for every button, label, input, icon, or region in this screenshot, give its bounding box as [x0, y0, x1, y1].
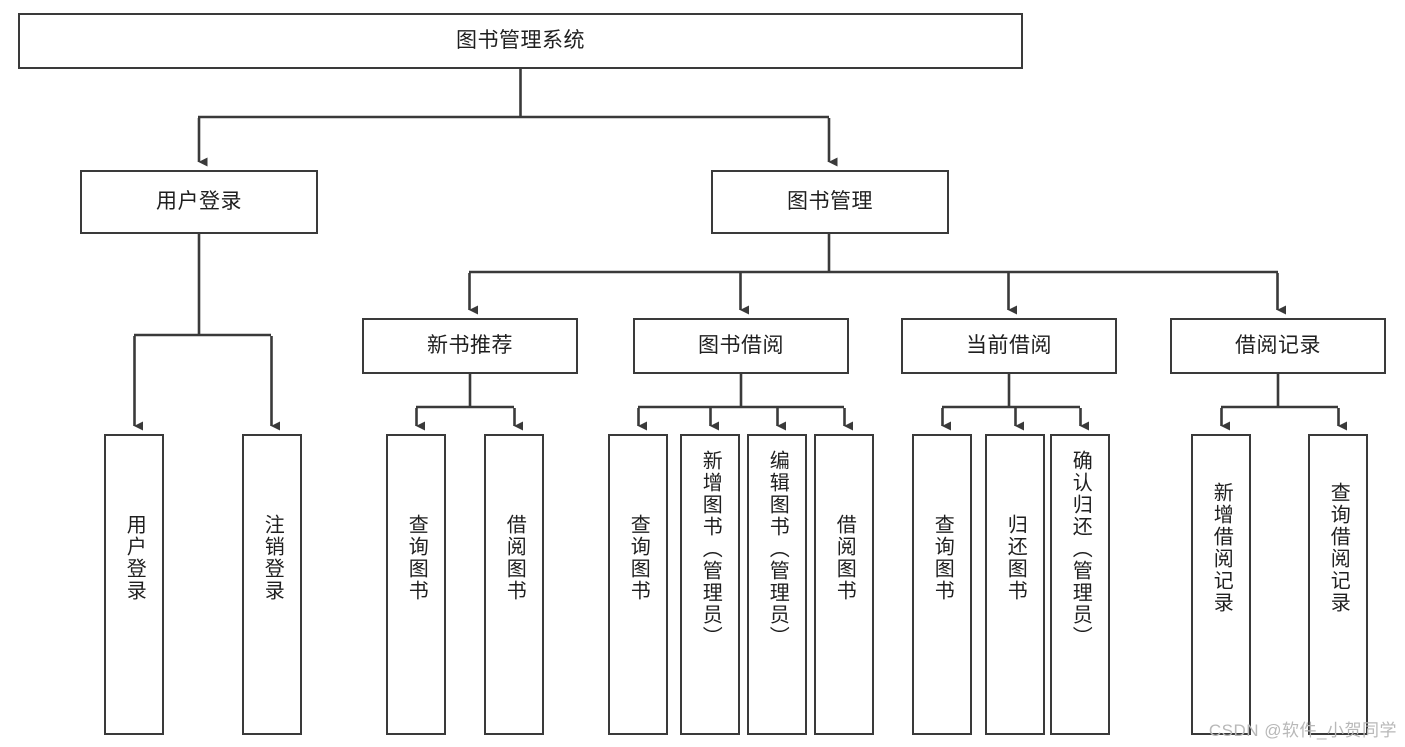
leaf-borrow-edit-book-admin-label: 编辑图书（管理员） [766, 450, 789, 648]
leaf-records-query-record-label: 查询借阅记录 [1327, 482, 1350, 614]
node-current-borrow-label: 当前借阅 [966, 333, 1052, 357]
leaf-borrow-borrow-books-label: 借阅图书 [833, 514, 856, 602]
leaf-user-logout[interactable]: 注销登录 [242, 434, 302, 735]
leaf-records-add-record-label: 新增借阅记录 [1210, 482, 1233, 614]
leaf-current-query-books-label: 查询图书 [931, 514, 954, 602]
node-new-book-recommend-label: 新书推荐 [427, 333, 513, 357]
leaf-user-login[interactable]: 用户登录 [104, 434, 164, 735]
leaf-current-confirm-return-admin-label: 确认归还（管理员） [1069, 450, 1092, 648]
leaf-current-return-books[interactable]: 归还图书 [985, 434, 1045, 735]
node-borrow-records[interactable]: 借阅记录 [1170, 318, 1386, 374]
node-book-management-label: 图书管理 [787, 189, 873, 213]
leaf-borrow-borrow-books[interactable]: 借阅图书 [814, 434, 874, 735]
node-user-login-label: 用户登录 [156, 189, 242, 213]
leaf-borrow-add-book-admin[interactable]: 新增图书（管理员） [680, 434, 740, 735]
leaf-borrow-edit-book-admin[interactable]: 编辑图书（管理员） [747, 434, 807, 735]
node-book-borrow[interactable]: 图书借阅 [633, 318, 849, 374]
node-book-borrow-label: 图书借阅 [698, 333, 784, 357]
leaf-newbook-query-books-label: 查询图书 [405, 514, 428, 602]
leaf-current-confirm-return-admin[interactable]: 确认归还（管理员） [1050, 434, 1110, 735]
leaf-records-query-record[interactable]: 查询借阅记录 [1308, 434, 1368, 735]
leaf-newbook-borrow-books-label: 借阅图书 [503, 514, 526, 602]
node-new-book-recommend[interactable]: 新书推荐 [362, 318, 578, 374]
leaf-records-add-record[interactable]: 新增借阅记录 [1191, 434, 1251, 735]
leaf-user-logout-label: 注销登录 [261, 514, 284, 602]
node-current-borrow[interactable]: 当前借阅 [901, 318, 1117, 374]
leaf-borrow-query-books[interactable]: 查询图书 [608, 434, 668, 735]
leaf-newbook-query-books[interactable]: 查询图书 [386, 434, 446, 735]
node-book-management[interactable]: 图书管理 [711, 170, 949, 234]
leaf-borrow-add-book-admin-label: 新增图书（管理员） [699, 450, 722, 648]
leaf-newbook-borrow-books[interactable]: 借阅图书 [484, 434, 544, 735]
node-user-login[interactable]: 用户登录 [80, 170, 318, 234]
node-root[interactable]: 图书管理系统 [18, 13, 1023, 69]
leaf-user-login-label: 用户登录 [123, 514, 146, 602]
leaf-borrow-query-books-label: 查询图书 [627, 514, 650, 602]
leaf-current-query-books[interactable]: 查询图书 [912, 434, 972, 735]
node-root-label: 图书管理系统 [456, 28, 585, 52]
csdn-watermark: CSDN @软件_小贺同学 [1208, 721, 1397, 740]
leaf-current-return-books-label: 归还图书 [1004, 514, 1027, 602]
node-borrow-records-label: 借阅记录 [1235, 333, 1321, 357]
